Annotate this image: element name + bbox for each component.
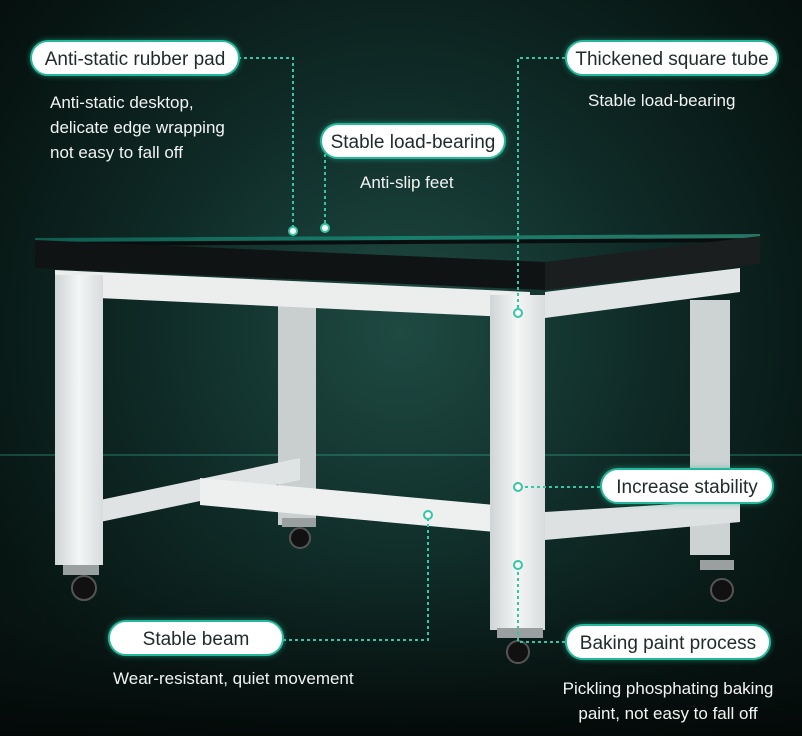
right-side-beam bbox=[545, 500, 740, 540]
caster-back-right bbox=[700, 560, 734, 602]
rubber-pad-line-2: delicate edge wrapping bbox=[50, 118, 225, 137]
leader-beam bbox=[283, 517, 429, 641]
desktop-top bbox=[35, 234, 760, 242]
beam-description: Wear-resistant, quiet movement bbox=[113, 666, 354, 691]
rubber-pad-label: Anti-static rubber pad bbox=[30, 40, 240, 76]
baking-description: Pickling phosphating baking paint, not e… bbox=[550, 676, 786, 726]
caster-front-left bbox=[63, 565, 99, 601]
load-bearing-line-1: Anti-slip feet bbox=[360, 173, 454, 192]
dot-beam bbox=[423, 510, 433, 520]
square-tube-description: Stable load-bearing bbox=[588, 88, 735, 113]
front-apron bbox=[55, 270, 530, 318]
caster-front-right bbox=[497, 628, 543, 664]
leader-square-tube bbox=[517, 57, 565, 312]
baking-line-1: Pickling phosphating baking bbox=[562, 679, 774, 698]
rubber-pad-description: Anti-static desktop, delicate edge wrapp… bbox=[50, 90, 225, 165]
side-apron bbox=[545, 268, 740, 318]
square-tube-label: Thickened square tube bbox=[565, 40, 779, 76]
stability-label: Increase stability bbox=[600, 468, 774, 504]
desktop-side-edge bbox=[545, 236, 760, 290]
load-bearing-label: Stable load-bearing bbox=[320, 123, 506, 159]
baking-label: Baking paint process bbox=[565, 624, 771, 660]
leader-rubber-pad bbox=[238, 57, 294, 231]
baking-line-2: paint, not easy to fall off bbox=[578, 704, 758, 723]
rubber-pad-line-3: not easy to fall off bbox=[50, 143, 183, 162]
dot-baking bbox=[513, 560, 523, 570]
center-beam bbox=[200, 478, 495, 532]
beam-label: Stable beam bbox=[108, 620, 284, 656]
caster-back-left bbox=[282, 518, 316, 549]
dot-rubber-pad bbox=[288, 226, 298, 236]
desktop-front-edge bbox=[35, 240, 545, 290]
leader-baking bbox=[517, 566, 565, 643]
front-left-leg bbox=[55, 275, 103, 565]
dot-load-bearing bbox=[320, 223, 330, 233]
square-tube-line-1: Stable load-bearing bbox=[588, 91, 736, 110]
beam-line-1: Wear-resistant, quiet movement bbox=[113, 669, 354, 688]
rubber-pad-line-1: Anti-static desktop, bbox=[50, 93, 194, 112]
dot-stability bbox=[513, 482, 523, 492]
load-bearing-description: Anti-slip feet bbox=[360, 170, 454, 195]
dot-square-tube bbox=[513, 308, 523, 318]
